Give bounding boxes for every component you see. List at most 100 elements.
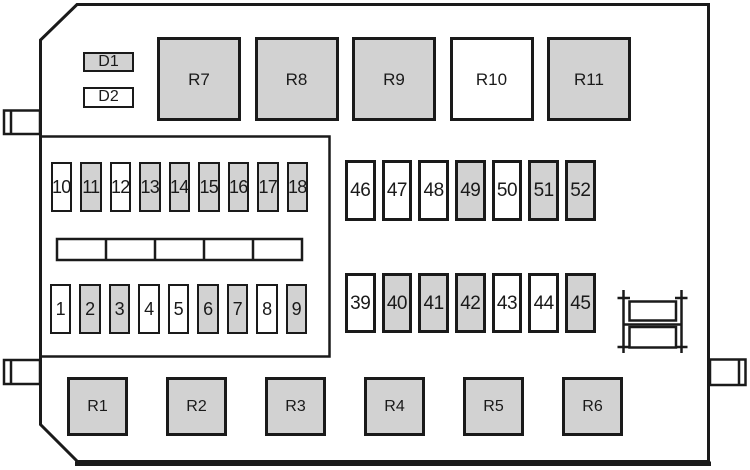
fuse-box: 1 bbox=[49, 284, 71, 334]
fuse-label: 9 bbox=[291, 299, 302, 319]
fuse-label: 48 bbox=[423, 180, 445, 201]
relay-box: R3 bbox=[265, 377, 326, 436]
right-mount-tab bbox=[708, 358, 747, 387]
fuse-label: 13 bbox=[140, 177, 160, 197]
right-fuse-row-top: 46 47 48 49 50 51 52 bbox=[345, 160, 596, 221]
relay-box: R11 bbox=[547, 37, 631, 121]
fuse-label: 44 bbox=[533, 292, 555, 314]
fuse-box: 16 bbox=[227, 162, 249, 212]
bottom-relay-row: R1 R2 R3 R4 R5 R6 bbox=[67, 377, 623, 436]
d-module-box: D2 bbox=[83, 87, 134, 108]
fuse-label: 2 bbox=[85, 299, 95, 319]
fuse-label: 49 bbox=[460, 180, 481, 201]
relay-box: R8 bbox=[254, 37, 339, 121]
fuse-box: 14 bbox=[168, 162, 190, 212]
fuse-box: 12 bbox=[109, 162, 131, 212]
relay-label: R3 bbox=[285, 397, 306, 415]
fuse-label: 39 bbox=[350, 292, 371, 314]
fuse-label: 51 bbox=[533, 180, 555, 201]
fuse-label: 45 bbox=[570, 292, 591, 314]
fuse-box: 39 bbox=[345, 273, 376, 333]
d-module-label: D2 bbox=[98, 88, 119, 106]
fuse-box: 47 bbox=[381, 160, 413, 221]
fuse-label: 18 bbox=[288, 177, 307, 197]
connector-strip bbox=[55, 237, 304, 262]
fuse-box: 8 bbox=[256, 284, 278, 334]
fuse-box: 11 bbox=[80, 162, 102, 212]
fuse-box: 7 bbox=[226, 284, 248, 334]
fuse-label: 4 bbox=[144, 299, 154, 319]
fuse-label: 41 bbox=[423, 292, 445, 314]
fuse-label: 14 bbox=[170, 177, 189, 197]
relay-box: R9 bbox=[352, 37, 436, 121]
fuse-label: 40 bbox=[386, 292, 408, 314]
fuse-box: 10 bbox=[50, 162, 72, 212]
fuse-box: 49 bbox=[455, 160, 486, 221]
relay-box: R4 bbox=[364, 377, 425, 436]
fuse-label: 6 bbox=[203, 299, 213, 319]
fuse-box: 40 bbox=[381, 273, 413, 333]
fuse-label: 50 bbox=[496, 180, 518, 201]
d-module-column: D1 D2 bbox=[83, 51, 134, 108]
left-mount-tab-top bbox=[2, 109, 42, 136]
fuse-box: 43 bbox=[491, 273, 523, 333]
fuse-box: 44 bbox=[528, 273, 559, 333]
fuse-box: 9 bbox=[285, 284, 307, 334]
fuse-box: 6 bbox=[197, 284, 219, 334]
relay-box: R10 bbox=[449, 37, 534, 121]
fuse-label: 46 bbox=[350, 180, 371, 201]
fuse-label: 16 bbox=[229, 177, 248, 197]
fuse-label: 8 bbox=[262, 299, 272, 319]
relay-box: R1 bbox=[67, 377, 128, 436]
relay-label: R9 bbox=[383, 69, 405, 89]
d-module-box: D1 bbox=[83, 51, 134, 72]
fuse-label: 5 bbox=[173, 299, 184, 319]
relay-label: R5 bbox=[483, 397, 504, 415]
fuse-box: 45 bbox=[565, 273, 596, 333]
fuse-box: 52 bbox=[565, 160, 596, 221]
fuse-box: 48 bbox=[418, 160, 449, 221]
fuse-label: 3 bbox=[114, 299, 125, 319]
d-module-label: D1 bbox=[98, 52, 119, 70]
right-fuse-row-bottom: 39 40 41 42 43 44 45 bbox=[345, 273, 596, 333]
relay-label: R11 bbox=[574, 69, 604, 89]
relay-label: R4 bbox=[384, 397, 405, 415]
fuse-box: 3 bbox=[108, 284, 130, 334]
fuse-box: 51 bbox=[528, 160, 559, 221]
component-symbol bbox=[617, 290, 688, 353]
relay-label: R8 bbox=[285, 69, 308, 89]
relay-label: R6 bbox=[582, 397, 603, 415]
fuse-label: 47 bbox=[386, 180, 408, 201]
relay-box: R6 bbox=[562, 377, 623, 436]
fuse-label: 42 bbox=[460, 292, 481, 314]
fuse-label: 15 bbox=[199, 177, 219, 197]
fuse-label: 7 bbox=[232, 299, 243, 319]
left-mount-tab-bottom bbox=[2, 358, 42, 386]
relay-label: R10 bbox=[475, 69, 508, 89]
fuse-box: 50 bbox=[491, 160, 523, 221]
fuse-box: 17 bbox=[257, 162, 279, 212]
fuse-label: 52 bbox=[570, 180, 591, 201]
fuse-box: 41 bbox=[418, 273, 449, 333]
fuse-label: 17 bbox=[258, 177, 278, 197]
left-fuse-row-bottom: 1 2 3 4 5 6 7 8 9 bbox=[49, 284, 307, 334]
fuse-label: 43 bbox=[496, 292, 518, 314]
relay-label: R1 bbox=[87, 397, 108, 415]
relay-label: R2 bbox=[186, 397, 207, 415]
top-relay-row: R7 R8 R9 R10 R11 bbox=[157, 37, 631, 121]
fuse-label: 1 bbox=[55, 299, 66, 319]
relay-box: R5 bbox=[463, 377, 524, 436]
left-fuse-row-top: 10 11 12 13 14 15 16 17 18 bbox=[50, 162, 308, 212]
fuse-box: 15 bbox=[198, 162, 220, 212]
fuse-box: 5 bbox=[167, 284, 189, 334]
fuse-box: 4 bbox=[138, 284, 160, 334]
relay-label: R7 bbox=[188, 69, 210, 89]
fuse-box: 2 bbox=[79, 284, 101, 334]
fuse-box: 18 bbox=[286, 162, 308, 212]
fuse-label: 10 bbox=[52, 177, 71, 197]
fuse-label: 11 bbox=[82, 177, 100, 197]
relay-box: R2 bbox=[166, 377, 227, 436]
fuse-box: 42 bbox=[455, 273, 486, 333]
